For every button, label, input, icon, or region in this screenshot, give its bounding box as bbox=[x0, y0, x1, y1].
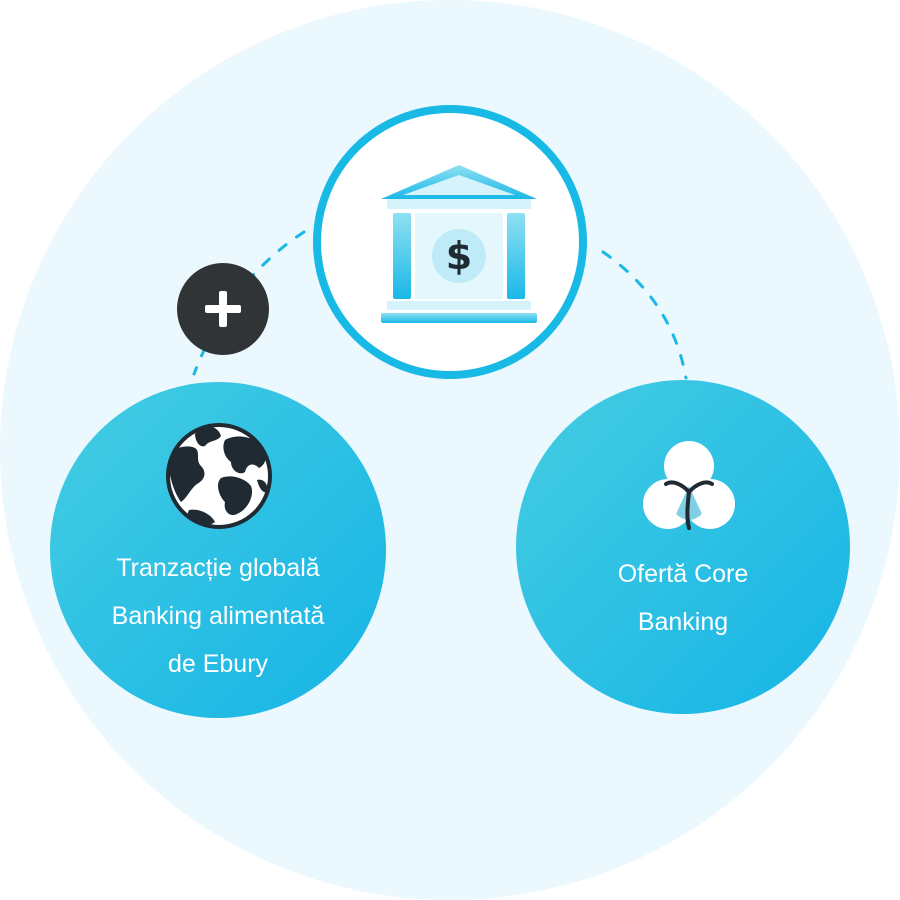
plus-icon bbox=[205, 291, 241, 327]
plus-connector-button[interactable] bbox=[177, 263, 269, 355]
node-label-line: Ofertă Core bbox=[617, 560, 749, 588]
node-core-banking-offer: Ofertă Core Banking bbox=[516, 380, 850, 714]
svg-text:$: $ bbox=[446, 234, 472, 278]
node-global-transaction-banking: Tranzacție globală Banking alimentată de… bbox=[50, 382, 386, 718]
node-label-line: de Ebury bbox=[167, 650, 269, 678]
node-label-line: Banking bbox=[637, 608, 729, 636]
node-label-line: Banking alimentată bbox=[111, 602, 325, 630]
venn-icon bbox=[643, 441, 735, 530]
globe-icon bbox=[166, 423, 272, 529]
node-label-core-banking-offer: Ofertă Core Banking bbox=[618, 550, 749, 646]
right-dashed-connector bbox=[601, 250, 688, 380]
node-label-global-transaction-banking: Tranzacție globală Banking alimentată de… bbox=[112, 544, 325, 688]
bank-hub: $ bbox=[313, 105, 587, 379]
bank-dollar-icon: $ bbox=[381, 165, 537, 323]
node-label-line: Tranzacție globală bbox=[116, 554, 320, 582]
